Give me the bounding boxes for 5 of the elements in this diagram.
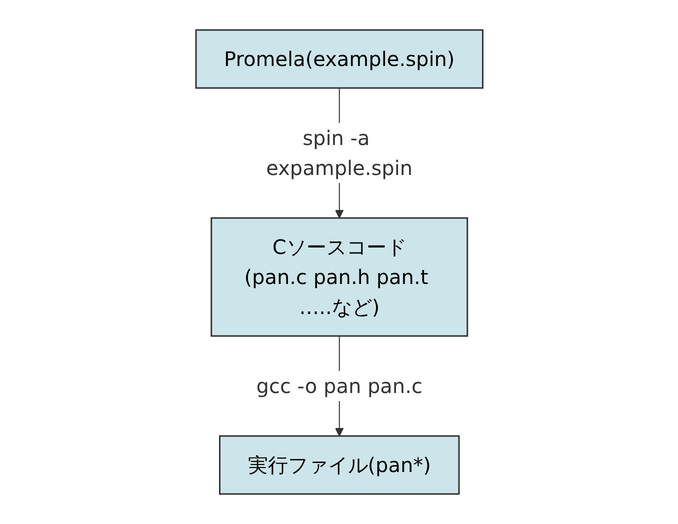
edge-label: spin -a expample.spin: [266, 126, 412, 180]
node-box: 実行ファイル(pan*): [218, 435, 460, 495]
edge-label: gcc -o pan pan.c: [256, 374, 422, 398]
node-box: Promela(example.spin): [194, 29, 484, 89]
node-box: Cソースコード (pan.c pan.h pan.t …..など): [210, 217, 468, 337]
